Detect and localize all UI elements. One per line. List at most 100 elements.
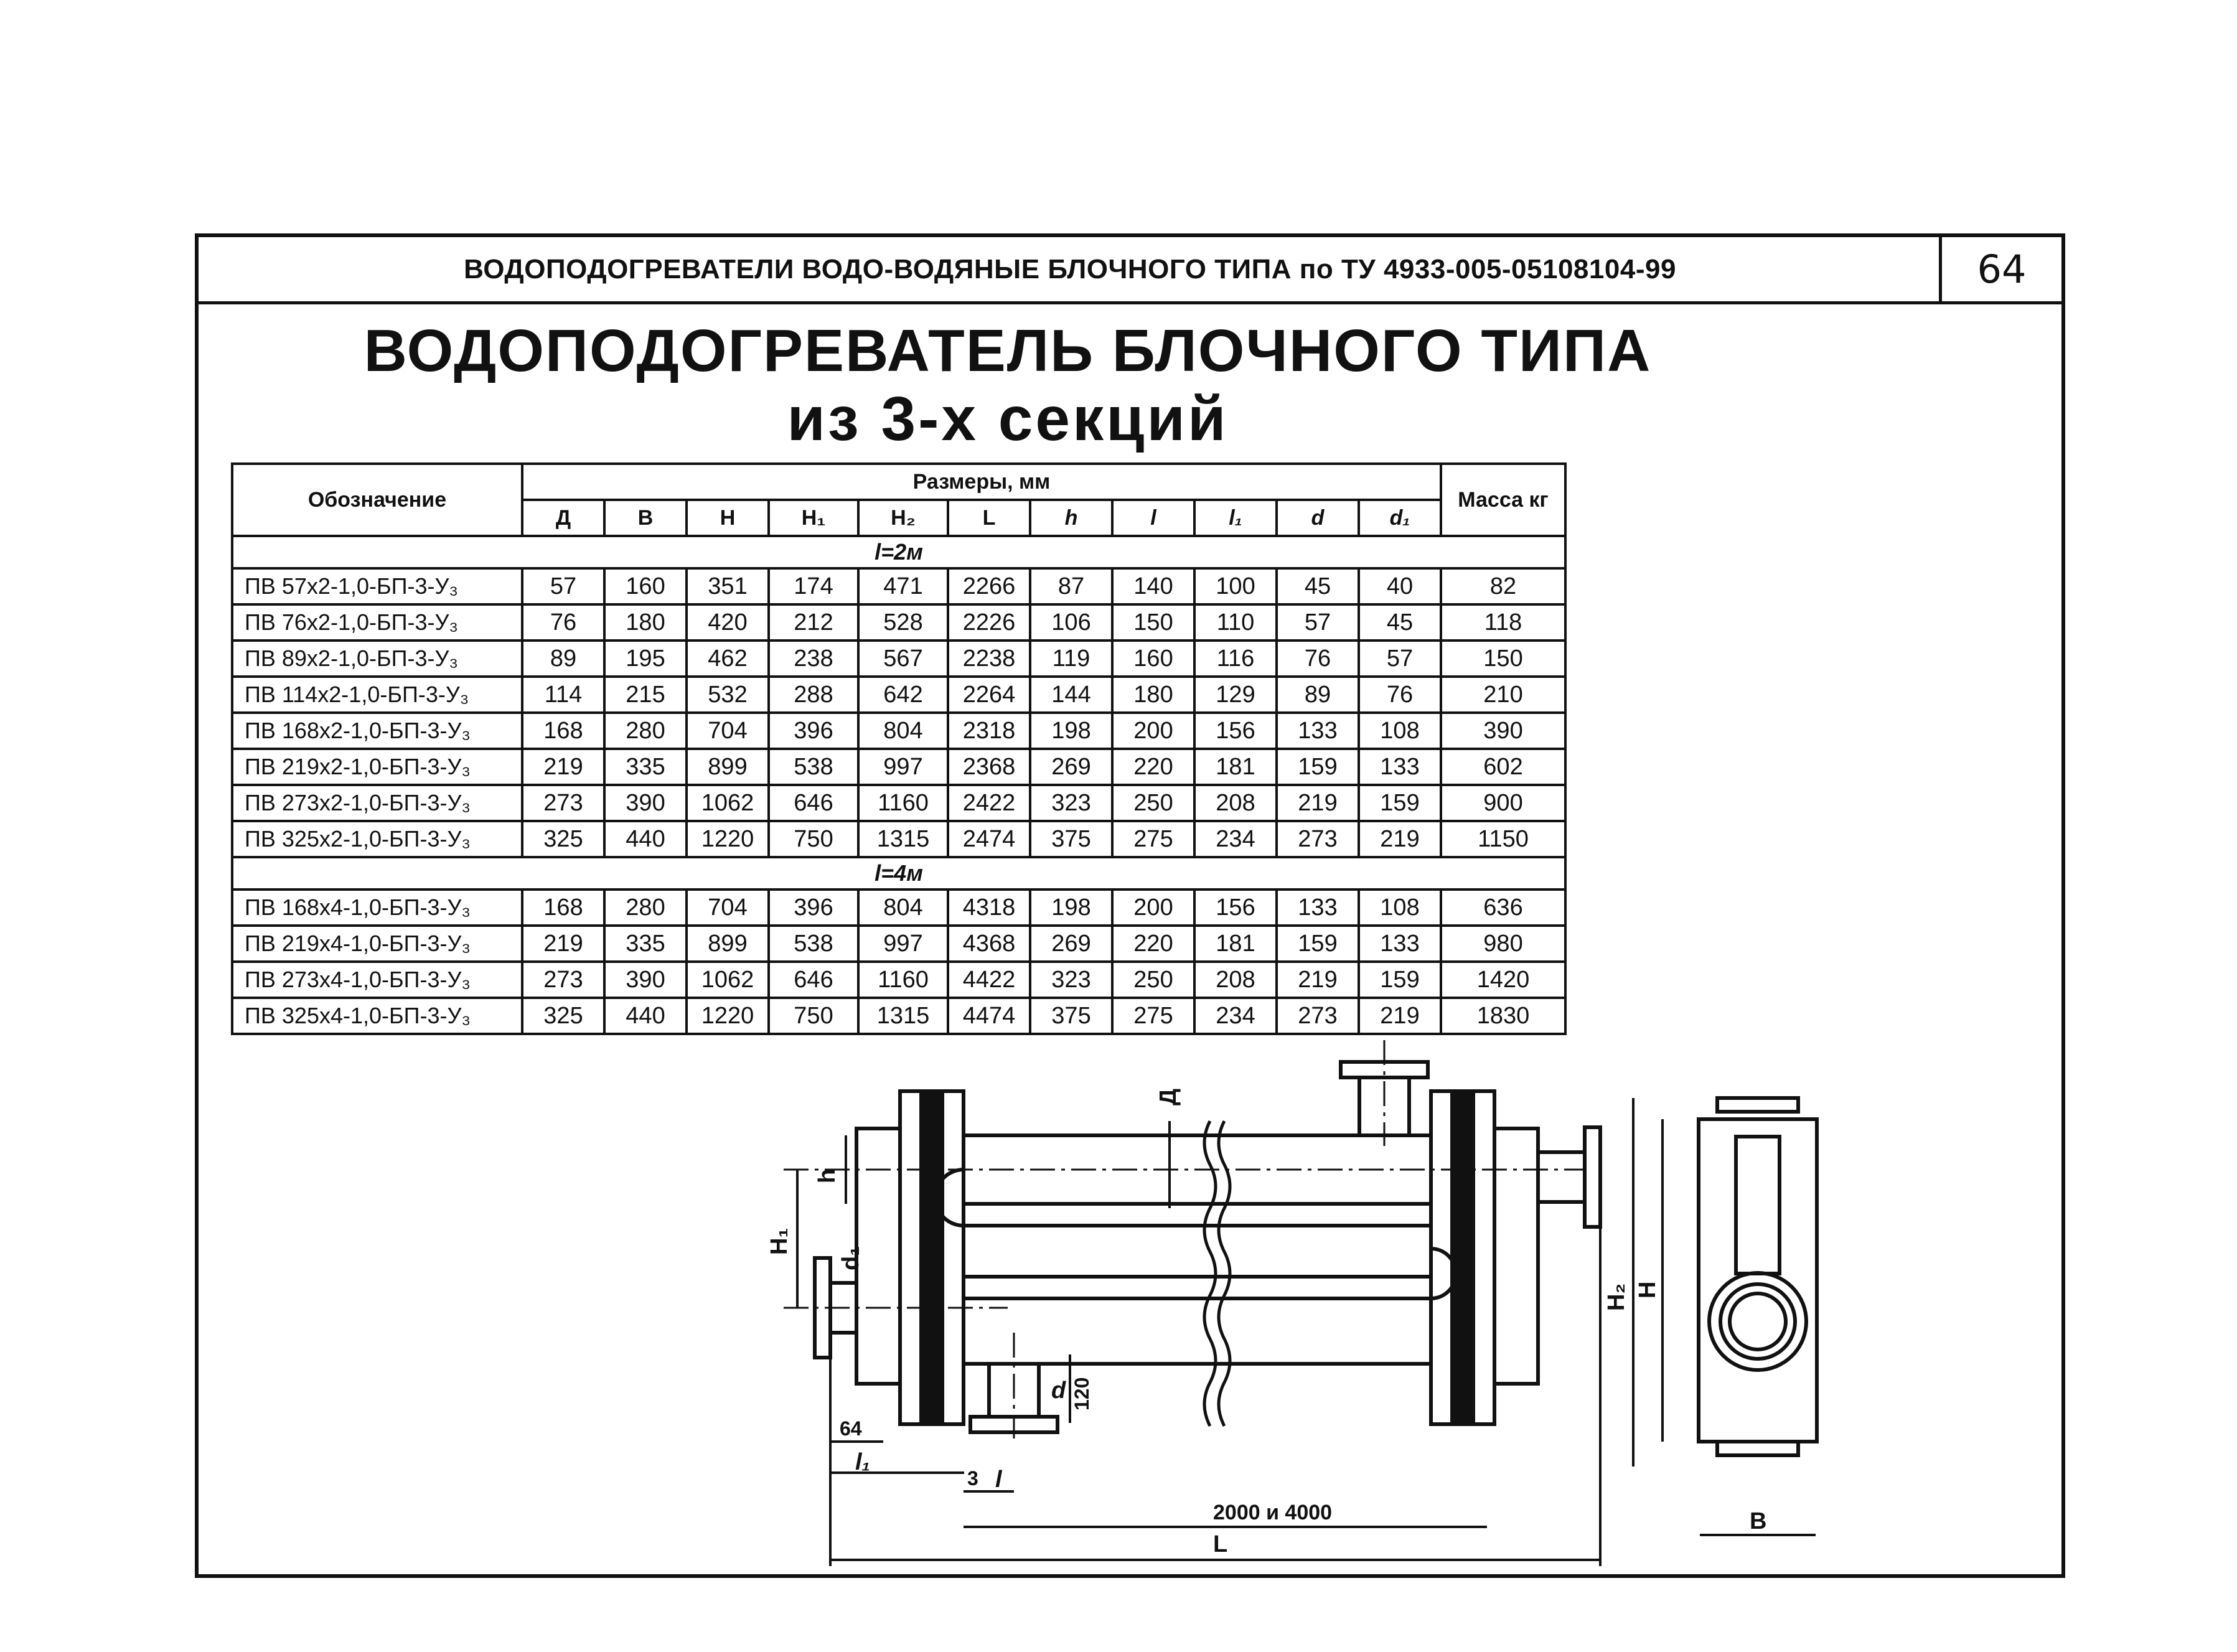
right-flange-3 [1471,1089,1496,1426]
page-number: 64 [1939,237,2061,301]
value-cell: 76 [1275,639,1360,678]
value-cell: 750 [767,997,860,1035]
value-cell: 119 [1029,639,1114,678]
value-cell: 273 [1275,997,1360,1035]
value-cell: 280 [603,888,688,927]
value-cell: 1830 [1440,997,1567,1035]
right-nozzle [1536,1150,1587,1204]
value-cell: 804 [857,888,949,927]
value-cell: 2422 [947,784,1031,822]
value-cell: 108 [1358,711,1442,750]
designation-cell: ПВ 114x2-1,0-БП-3-У₃ [231,675,523,714]
value-cell: 76 [1358,675,1442,714]
left-flange-3 [940,1089,965,1426]
dim-header-cell: B [603,499,688,537]
value-cell: 273 [521,960,606,999]
value-cell: 200 [1111,711,1196,750]
value-cell: 212 [767,603,860,642]
drawing-sheet: ВОДОПОДОГРЕВАТЕЛИ ВОДО-ВОДЯНЫЕ БЛОЧНОГО … [195,233,2065,1578]
value-cell: 110 [1193,603,1278,642]
front-view [813,1060,1602,1434]
dim-header-cell: Д [521,499,606,537]
value-cell: 1315 [857,997,949,1035]
value-cell: 538 [767,924,860,963]
value-cell: 2474 [947,820,1031,858]
value-cell: 116 [1193,639,1278,678]
value-cell: 1420 [1440,960,1567,999]
label-l: l [995,1467,1003,1493]
dim-header-cell: H [685,499,770,537]
designation-cell: ПВ 57x2-1,0-БП-3-У₃ [231,567,523,606]
section-row: l=2м [231,535,1567,570]
value-cell: 129 [1193,675,1278,714]
value-cell: 440 [603,820,688,858]
value-cell: 57 [1275,603,1360,642]
value-cell: 238 [767,639,860,678]
value-cell: 2368 [947,748,1031,786]
value-cell: 159 [1275,924,1360,963]
value-cell: 375 [1029,997,1114,1035]
side-flange-outer [1707,1271,1808,1372]
value-cell: 45 [1358,603,1442,642]
designation-cell: ПВ 89x2-1,0-БП-3-У₃ [231,639,523,678]
section-label: l=4м [231,856,1567,891]
value-cell: 159 [1275,748,1360,786]
label-3: 3 [967,1467,978,1490]
value-cell: 144 [1029,675,1114,714]
value-cell: 646 [767,960,860,999]
value-cell: 2266 [947,567,1031,606]
value-cell: 2238 [947,639,1031,678]
value-cell: 804 [857,711,949,750]
value-cell: 57 [521,567,606,606]
value-cell: 642 [857,675,949,714]
value-cell: 195 [603,639,688,678]
label-D: Д [1155,1089,1181,1105]
value-cell: 980 [1440,924,1567,963]
value-cell: 396 [767,888,860,927]
value-cell: 76 [521,603,606,642]
value-cell: 208 [1193,784,1278,822]
drawing-labels: Д h H₁ d₁ d 120 64 l₁ 3 l 2000 и 4000 L … [766,1089,1766,1557]
right-header-box [1493,1127,1540,1386]
sub-title: из 3-х секций [787,384,1229,454]
value-cell: 528 [857,603,949,642]
value-cell: 89 [1275,675,1360,714]
value-cell: 390 [603,960,688,999]
value-cell: 181 [1193,924,1278,963]
value-cell: 420 [685,603,770,642]
dim-header-cell: l₁ [1193,499,1278,537]
side-body [1697,1117,1819,1443]
designation-cell: ПВ 325x2-1,0-БП-3-У₃ [231,820,523,858]
value-cell: 323 [1029,784,1114,822]
right-nozzle-flange [1583,1125,1602,1229]
value-cell: 106 [1029,603,1114,642]
value-cell: 269 [1029,748,1114,786]
value-cell: 118 [1440,603,1567,642]
dim-header-cell: h [1029,499,1114,537]
value-cell: 538 [767,748,860,786]
value-cell: 273 [521,784,606,822]
value-cell: 180 [1111,675,1196,714]
value-cell: 114 [521,675,606,714]
label-64: 64 [840,1417,862,1440]
section-label: l=2м [231,535,1567,570]
value-cell: 210 [1440,675,1567,714]
value-cell: 351 [685,567,770,606]
header-title: ВОДОПОДОГРЕВАТЕЛИ ВОДО-ВОДЯНЫЕ БЛОЧНОГО … [464,253,1676,284]
label-d: d [1051,1377,1066,1404]
value-cell: 250 [1111,960,1196,999]
value-cell: 219 [1275,960,1360,999]
value-cell: 168 [521,888,606,927]
dimension-lines [796,1098,1816,1566]
value-cell: 899 [685,748,770,786]
value-cell: 219 [521,748,606,786]
value-cell: 2226 [947,603,1031,642]
value-cell: 168 [521,711,606,750]
value-cell: 82 [1440,567,1567,606]
